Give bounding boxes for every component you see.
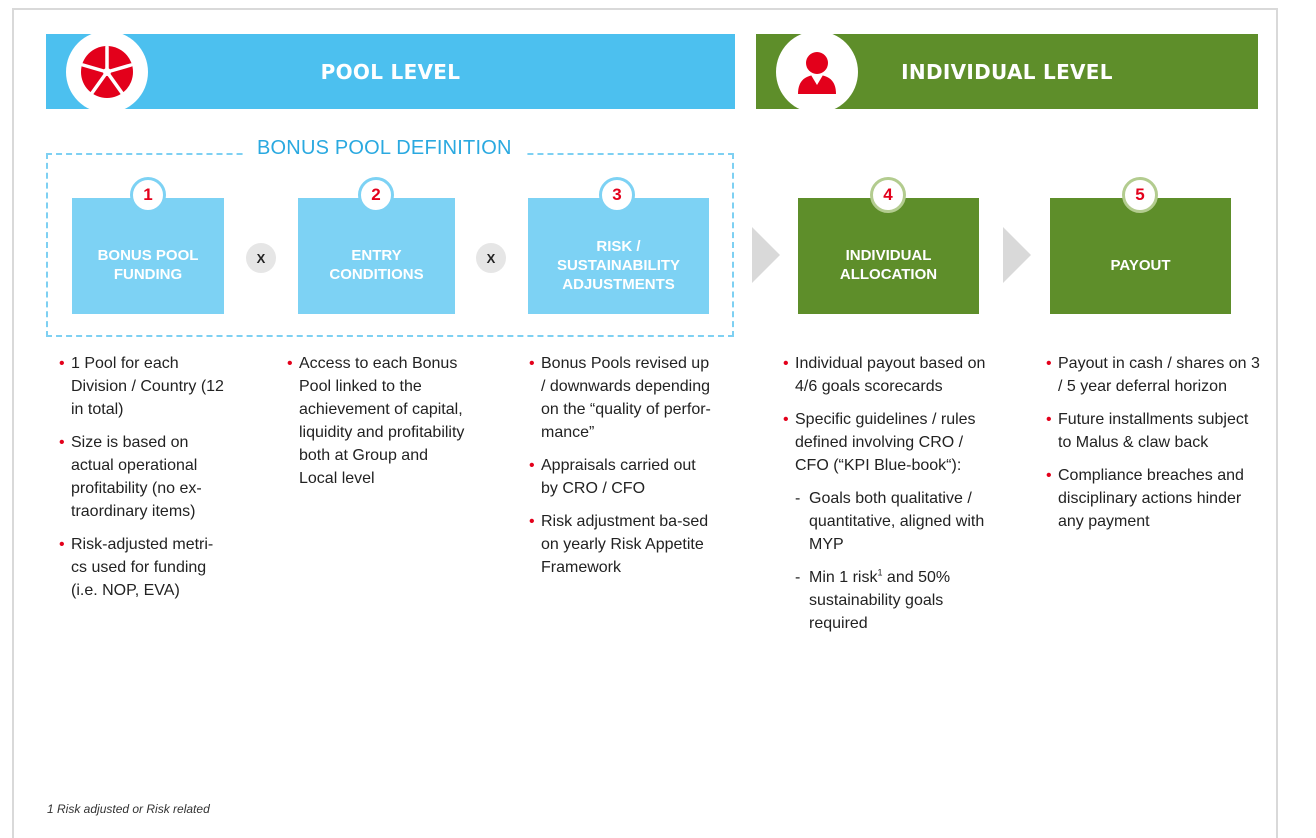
sub-list-item-text: and 50% sustainability goals required (809, 569, 951, 632)
step-1-number: 1 (130, 177, 166, 213)
outer-frame (12, 8, 1278, 838)
bonus-pool-definition-title: BONUS POOL DEFINITION (245, 137, 524, 160)
list-item: Specific guidelines / rules defined invo… (783, 408, 998, 477)
list-item: Individual payout based on 4/6 goals sco… (783, 352, 998, 398)
step-entry-conditions: ENTRY CONDITIONS (298, 198, 455, 314)
step-5-number: 5 (1122, 177, 1158, 213)
multiply-operator-1: X (246, 243, 276, 273)
step-2-label: ENTRY CONDITIONS (329, 247, 424, 283)
sub-list-item-text: Goals both qualitative / quantitative, a… (809, 490, 985, 553)
list-item: Compliance breaches and disciplinary act… (1046, 464, 1261, 533)
list-item: 1 Pool for each Division / Country (12 i… (59, 352, 229, 421)
step-5-label: PAYOUT (1110, 256, 1171, 274)
step-risk-sustainability-adjustments: RISK / SUSTAINABILITY ADJUSTMENTS (528, 198, 709, 314)
list-item: Bonus Pools revised up / downwards depen… (529, 352, 714, 444)
person-icon (776, 31, 858, 113)
step-2-number: 2 (358, 177, 394, 213)
list-item: Access to each Bonus Pool linked to the … (287, 352, 467, 490)
step-individual-allocation: INDIVIDUAL ALLOCATION (798, 198, 979, 314)
list-item: Appraisals carried out by CRO / CFO (529, 454, 714, 500)
step-1-label: BONUS POOL FUNDING (97, 247, 199, 283)
list-item: Risk adjustment ba-sed on yearly Risk Ap… (529, 510, 714, 579)
entry-conditions-bullet-list: Access to each Bonus Pool linked to the … (287, 352, 467, 500)
sub-list-item: Goals both qualitative / quantitative, a… (783, 487, 998, 556)
pool-level-label: POOL LEVEL (320, 59, 461, 84)
step-payout: PAYOUT (1050, 198, 1231, 314)
chevron-right-icon (1003, 227, 1031, 283)
step-3-label: RISK / SUSTAINABILITY ADJUSTMENTS (556, 237, 681, 293)
individual-level-label: INDIVIDUAL LEVEL (901, 59, 1113, 84)
sub-list-item-text: Min 1 risk (809, 569, 878, 586)
list-item: Future installments subject to Malus & c… (1046, 408, 1261, 454)
multiply-operator-2: X (476, 243, 506, 273)
footnote: 1 Risk adjusted or Risk related (47, 802, 210, 816)
funding-bullet-list: 1 Pool for each Division / Country (12 i… (59, 352, 229, 612)
step-4-label: INDIVIDUAL ALLOCATION (839, 247, 938, 283)
list-item: Payout in cash / shares on 3 / 5 year de… (1046, 352, 1261, 398)
pool-level-banner: POOL LEVEL (46, 34, 735, 109)
step-4-number: 4 (870, 177, 906, 213)
step-3-number: 3 (599, 177, 635, 213)
list-item: Risk-adjusted metri-cs used for funding … (59, 533, 229, 602)
list-item: Size is based on actual operational prof… (59, 431, 229, 523)
footnote-marker: 1 (877, 567, 883, 578)
risk-adjustments-bullet-list: Bonus Pools revised up / downwards depen… (529, 352, 714, 589)
sub-list-item: Min 1 risk1 and 50% sustainability goals… (783, 566, 998, 635)
individual-allocation-bullet-list: Individual payout based on 4/6 goals sco… (783, 352, 998, 645)
chevron-right-icon (752, 227, 780, 283)
pie-chart-icon (66, 31, 148, 113)
payout-bullet-list: Payout in cash / shares on 3 / 5 year de… (1046, 352, 1261, 543)
step-bonus-pool-funding: BONUS POOL FUNDING (72, 198, 224, 314)
